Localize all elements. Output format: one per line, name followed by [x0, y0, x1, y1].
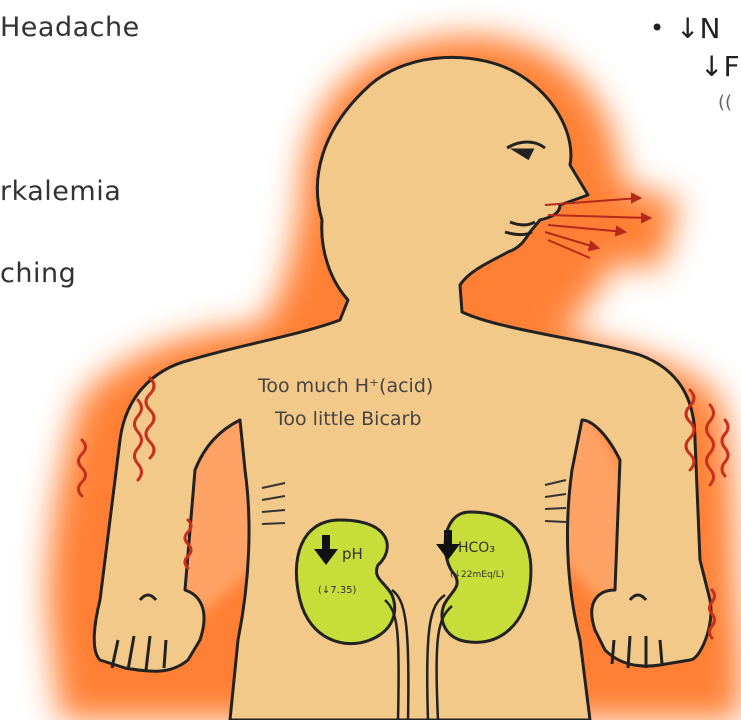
bicarb-text: Too little Bicarb: [275, 408, 421, 430]
hco3-value: (↓22mEq/L): [450, 570, 504, 580]
symptom-twitching: ching: [0, 258, 76, 289]
symptom-headache: Headache: [0, 12, 140, 43]
ph-value: (↓7.35): [318, 585, 356, 596]
right-note-line1: ↓N: [676, 12, 720, 45]
left-kidney: [296, 520, 394, 644]
ph-label: pH: [342, 545, 363, 563]
right-note-line2: ↓F: [700, 50, 740, 83]
hco3-label: HCO₃: [458, 540, 495, 556]
right-note-bullet: •: [650, 14, 664, 42]
right-note-line3: ((: [718, 92, 732, 113]
acid-text: Too much H⁺(acid): [258, 375, 433, 397]
symptom-hyperkalemia: rkalemia: [0, 176, 121, 207]
